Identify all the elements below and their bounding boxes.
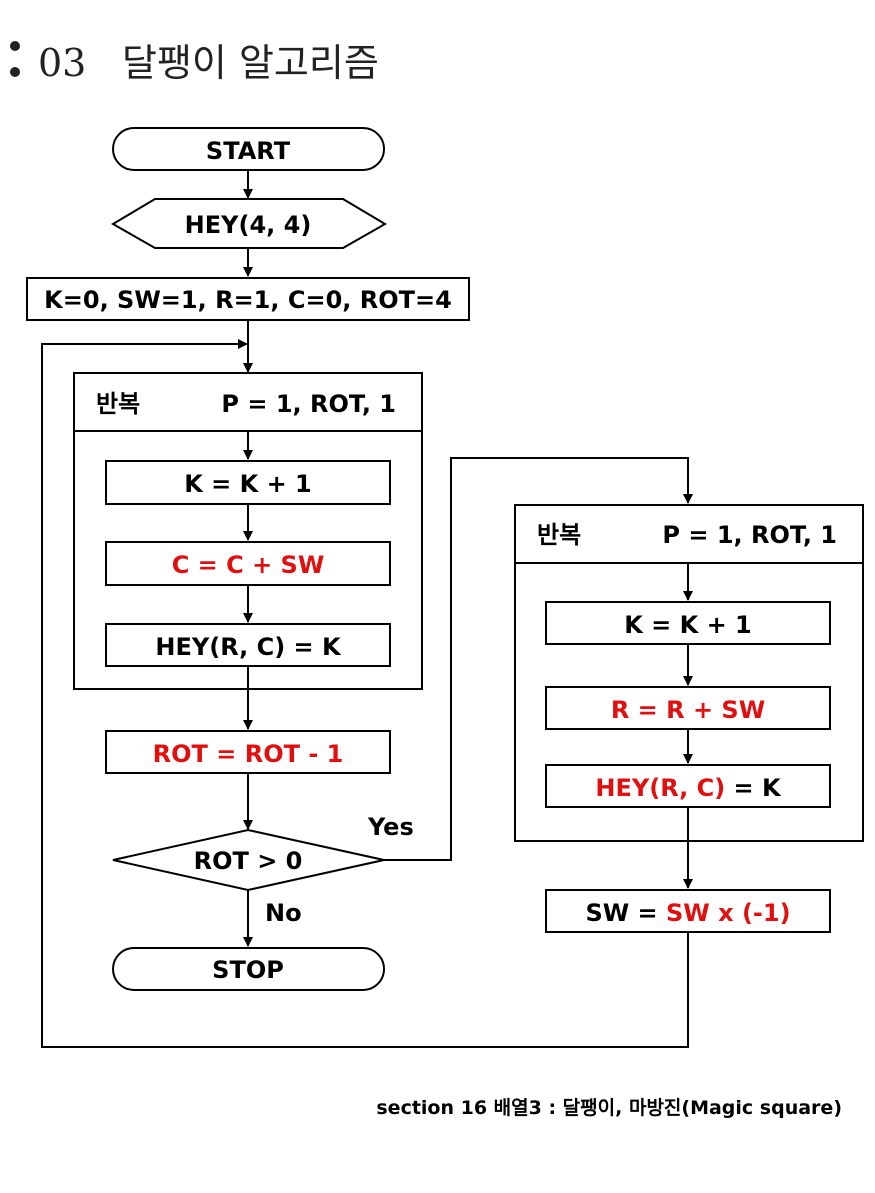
yes-label: Yes: [367, 813, 414, 841]
page-header: 03 달팽이 알고리즘: [10, 41, 379, 85]
rot-decrement-label: ROT = ROT - 1: [153, 740, 344, 768]
decision-diamond: ROT > 0: [112, 828, 385, 892]
loop-1-range: P = 1, ROT, 1: [221, 390, 396, 418]
assign-box-1: HEY(R, C) = K: [105, 623, 391, 667]
rot-decrement-box: ROT = ROT - 1: [105, 730, 391, 774]
row-step-label: R = R + SW: [611, 696, 765, 724]
yes-connector: [384, 457, 693, 861]
assign-2-head: HEY(R, C): [595, 774, 725, 802]
sw-tail: SW x (-1): [666, 899, 791, 927]
sw-head: SW =: [585, 899, 666, 927]
row-step-box: R = R + SW: [545, 686, 831, 730]
loop-2-range: P = 1, ROT, 1: [662, 521, 837, 549]
bullet-dot-bottom: [10, 67, 20, 77]
sw-toggle-box: SW = SW x (-1): [545, 889, 831, 933]
inc-k-box-1: K = K + 1: [105, 460, 391, 505]
assign-2-tail: = K: [725, 774, 782, 802]
inc-k-box-2: K = K + 1: [545, 601, 831, 645]
bullet-dot-top: [10, 41, 20, 51]
inc-k-label-1: K = K + 1: [184, 470, 312, 498]
sw-toggle-label: SW = SW x (-1): [585, 899, 790, 927]
loop-1-label: 반복: [96, 390, 140, 418]
init-label: K=0, SW=1, R=1, C=0, ROT=4: [44, 286, 452, 314]
section-number: 03: [38, 41, 86, 85]
start-terminal: START: [112, 127, 385, 171]
return-connector: [41, 339, 689, 1048]
start-label: START: [206, 137, 291, 165]
array-declaration-label: HEY(4, 4): [185, 211, 312, 239]
col-step-box: C = C + SW: [105, 541, 391, 586]
assign-box-2: HEY(R, C) = K: [545, 764, 831, 808]
inc-k-label-2: K = K + 1: [624, 611, 752, 639]
init-process-box: K=0, SW=1, R=1, C=0, ROT=4: [26, 277, 470, 321]
page-title: 달팽이 알고리즘: [122, 41, 379, 85]
col-step-label: C = C + SW: [172, 551, 325, 579]
stop-terminal: STOP: [112, 947, 385, 991]
loop-2-label: 반복: [537, 521, 581, 549]
decision-label: ROT > 0: [194, 847, 303, 875]
array-declaration-node: HEY(4, 4): [111, 198, 387, 249]
assign-label-1: HEY(R, C) = K: [155, 633, 342, 661]
assign-label-2: HEY(R, C) = K: [595, 774, 782, 802]
page-caption: section 16 배열3 : 달팽이, 마방진(Magic square): [376, 1097, 842, 1119]
stop-label: STOP: [212, 956, 284, 984]
no-label: No: [265, 899, 302, 927]
